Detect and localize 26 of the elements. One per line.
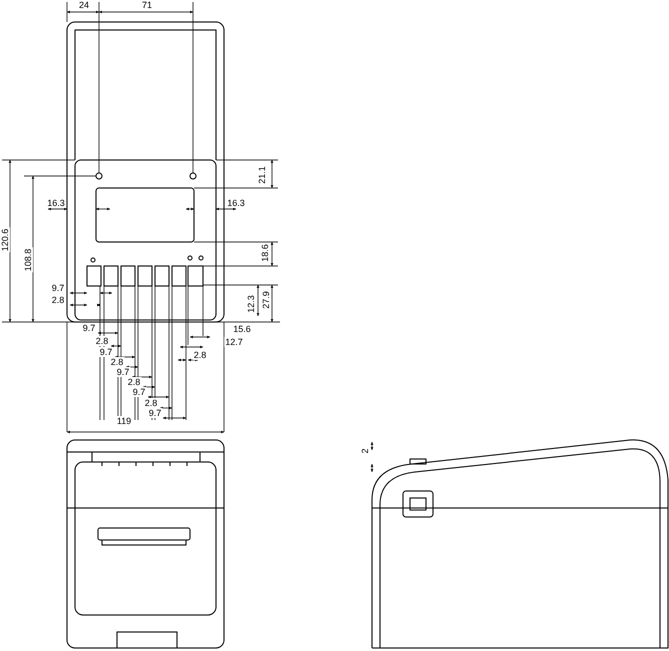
dimension-label: 12.3 [246, 294, 256, 314]
dimension-label: 119 [116, 416, 132, 426]
dimension-label: 9.7 [148, 408, 162, 418]
dimension-label: 2.8 [94, 336, 110, 346]
dimension-label: 9.7 [82, 323, 96, 333]
dimension-label: 9.7 [132, 387, 146, 397]
dimension-label: 27.9 [261, 290, 271, 310]
dimension-label: 24 [78, 0, 90, 10]
dimension-label: 16.3 [226, 198, 246, 208]
dimension-label: 2 [360, 448, 370, 454]
dimension-label: 9.7 [98, 347, 114, 357]
dimension-label: 120.6 [0, 228, 10, 252]
dimension-label: 21.1 [257, 165, 267, 185]
dimension-label: 16.3 [46, 198, 66, 208]
dimension-label: 2.8 [192, 350, 208, 360]
dimension-label: 108.8 [23, 248, 33, 272]
dimension-label: 2.8 [110, 357, 124, 367]
dimension-label: 18.6 [260, 243, 270, 263]
dimension-label: 71 [141, 0, 153, 10]
dimension-label: 2.8 [50, 295, 66, 305]
dimension-label: 15.6 [232, 324, 252, 334]
dimension-label: 12.7 [224, 337, 244, 347]
dimension-label: 2.8 [144, 398, 158, 408]
dimension-label: 9.7 [116, 367, 130, 377]
dimension-label: 2.8 [126, 377, 142, 387]
dimension-label: 9.7 [50, 283, 66, 293]
